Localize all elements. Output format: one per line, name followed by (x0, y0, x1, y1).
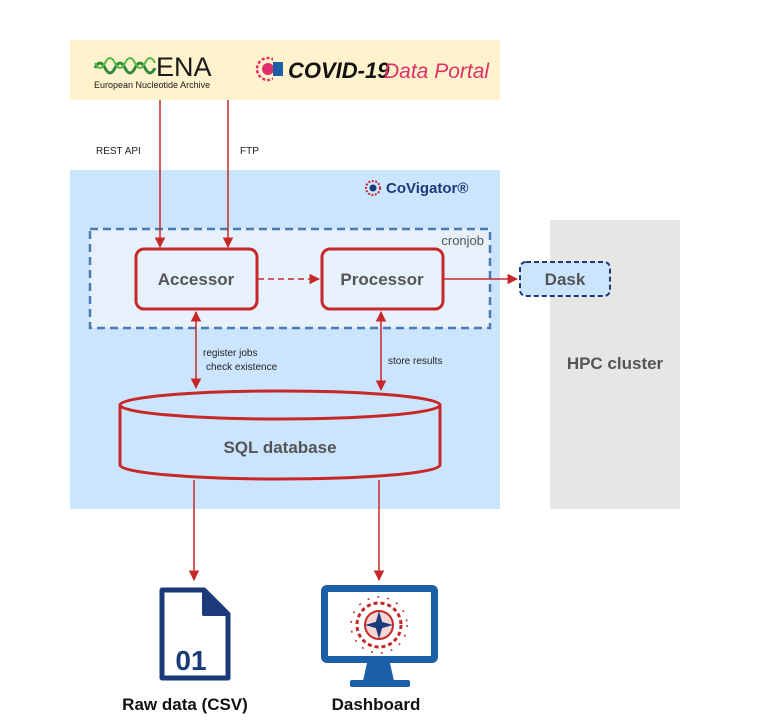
sql-database-node (118, 389, 442, 481)
dask-node (519, 261, 611, 297)
cronjob-label: cronjob (441, 233, 484, 248)
ftp-label: FTP (240, 146, 259, 157)
processor-node (320, 247, 445, 311)
ena-title: ENA (156, 52, 212, 82)
dashboard-label: Dashboard (332, 695, 421, 714)
virus-compass-icon (365, 180, 381, 196)
dashboard-monitor-icon (321, 585, 438, 687)
check-existence-label: check existence (206, 362, 278, 373)
covigator-logo: CoVigator® (365, 180, 468, 197)
sql-database-label: SQL database (223, 438, 336, 457)
covid-portal-logo: COVID-19 Data Portal (255, 56, 490, 83)
virus-compass-graphic (350, 596, 408, 654)
csv-file-icon: 01 (159, 587, 231, 681)
ena-wave-icon (93, 61, 157, 75)
ena-subtitle: European Nucleotide Archive (94, 80, 210, 90)
portal-title-b: Data Portal (384, 60, 490, 83)
virus-portal-icon (255, 56, 285, 82)
covigator-brand: CoVigator® (386, 180, 468, 197)
accessor-label: Accessor (158, 270, 235, 289)
hpc-cluster-label: HPC cluster (567, 354, 664, 373)
store-results-label: store results (388, 356, 442, 367)
processor-label: Processor (340, 270, 424, 289)
rest-api-label: REST API (96, 146, 141, 157)
ena-logo: ENA European Nucleotide Archive (93, 52, 212, 90)
register-jobs-label: register jobs (203, 348, 257, 359)
raw-data-label: Raw data (CSV) (122, 695, 248, 714)
file-binary-text: 01 (175, 645, 206, 676)
portal-title-a: COVID-19 (288, 58, 390, 83)
dask-label: Dask (545, 270, 586, 289)
accessor-node (134, 247, 259, 311)
